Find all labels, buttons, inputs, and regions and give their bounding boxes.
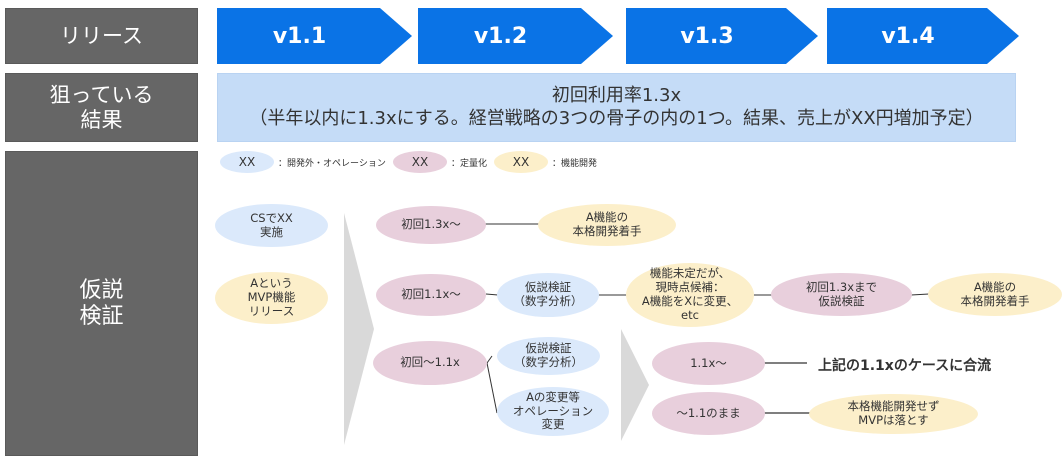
node-result-1-1x: 1.1x〜 xyxy=(652,342,765,385)
legend-swatch-feature: XX xyxy=(494,151,548,173)
node-first-1-3x: 初回1.3x〜 xyxy=(376,206,486,244)
goal-title: 初回利用率1.3x xyxy=(551,85,682,106)
node-first-1-1x: 初回1.1x〜 xyxy=(376,274,486,316)
chevron-shape xyxy=(217,8,412,64)
node-drop-mvp: 本格機能開発せず MVPは落とす xyxy=(809,394,978,434)
legend-swatch-quantify: XX xyxy=(393,151,447,173)
flow-arrow-1 xyxy=(344,213,374,445)
legend-label-quantify: ：定量化 xyxy=(451,158,488,169)
release-label: v1.2 xyxy=(473,23,528,49)
node-cs-xx: CSでXX 実施 xyxy=(215,204,328,247)
release-v1-3: v1.3 xyxy=(626,8,818,64)
node-first-under-1-1x: 初回〜1.1x xyxy=(373,341,487,385)
connector xyxy=(486,355,493,364)
goal-detail: （半年以内に1.3xにする。経営戦略の3つの骨子の内の1つ。結果、売上がXX円増… xyxy=(249,107,984,129)
chevron-shape xyxy=(418,8,613,64)
legend-feature: XX ：機能開発 xyxy=(494,150,597,174)
node-ops-change: Aの変更等 オペレーション 変更 xyxy=(497,387,609,436)
row-label-release: リリース xyxy=(5,8,198,64)
release-label: v1.3 xyxy=(680,23,734,49)
release-v1-2: v1.2 xyxy=(418,8,613,64)
node-until-1-3x: 初回1.3xまで 仮説検証 xyxy=(771,273,912,316)
node-full-dev-2: A機能の 本格開発着手 xyxy=(928,273,1062,316)
merge-text: 上記の1.1xのケースに合流 xyxy=(818,358,992,374)
node-verify-numbers-2: 仮説検証 （数字分析） xyxy=(497,337,600,375)
legend-swatch-operation: XX xyxy=(220,151,274,173)
legend-quantify: XX ：定量化 xyxy=(393,150,487,174)
release-label: v1.4 xyxy=(881,23,935,49)
legend-operation: XX ：開発外・オペレーション xyxy=(220,150,386,174)
release-v1-1: v1.1 xyxy=(217,8,412,64)
legend-label-operation: ：開発外・オペレーション xyxy=(278,158,386,169)
flow-arrow-2 xyxy=(621,329,649,441)
node-result-under-1-1x: 〜1.1のまま xyxy=(652,392,765,435)
node-verify-numbers-1: 仮説検証 （数字分析） xyxy=(497,273,599,317)
row-label-goal: 狙っている 結果 xyxy=(5,73,198,142)
chevron-shape xyxy=(827,8,1019,64)
node-feature-undecided: 機能未定だが、 現時点候補： A機能をXに変更、 etc xyxy=(626,263,754,327)
connector xyxy=(910,293,930,296)
connector xyxy=(486,362,498,414)
chevron-shape xyxy=(626,8,818,64)
release-label: v1.1 xyxy=(272,23,327,49)
legend-label-feature: ：機能開発 xyxy=(552,158,598,169)
release-v1-4: v1.4 xyxy=(827,8,1019,64)
row-label-hypothesis: 仮説 検証 xyxy=(5,151,198,456)
goal-box: 初回利用率1.3x （半年以内に1.3xにする。経営戦略の3つの骨子の内の1つ。… xyxy=(217,73,1016,142)
node-full-dev-1: A機能の 本格開発着手 xyxy=(538,204,676,246)
node-mvp-release: Aという MVP機能 リリース xyxy=(215,272,328,324)
